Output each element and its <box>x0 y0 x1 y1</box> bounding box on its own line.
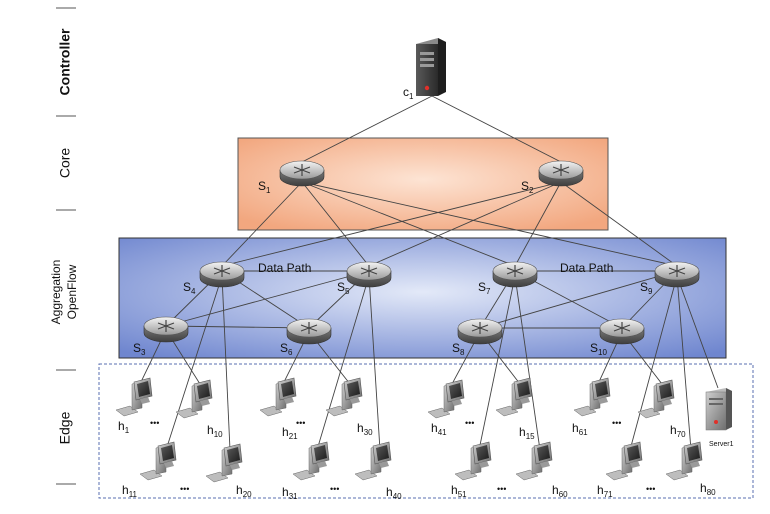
switch-label-s7: S7 <box>478 280 491 296</box>
controller-label: c1 <box>403 85 414 101</box>
host-label-h31: h31 <box>282 485 298 501</box>
switch-s1: S1 <box>258 160 325 195</box>
ellipsis: ••• <box>612 418 621 428</box>
ellipsis: ••• <box>296 418 305 428</box>
host-label-h71: h71 <box>597 483 613 499</box>
switch-s8: S8 <box>452 318 503 357</box>
host-label-h10: h10 <box>207 423 223 439</box>
host-label-h21: h21 <box>282 425 298 441</box>
server1-label: Server1 <box>709 441 734 448</box>
host-h60-computer-icon: h60 <box>515 441 568 499</box>
switch-s10: S10 <box>590 318 645 357</box>
switch-label-s10: S10 <box>590 341 607 357</box>
host-label-h40: h40 <box>386 485 402 501</box>
host-label-h80: h80 <box>700 481 716 497</box>
data-path-label-right: Data Path <box>560 261 613 275</box>
host-label-h41: h41 <box>431 421 447 437</box>
layer-label-edge: Edge <box>57 411 73 444</box>
layer-label-core: Core <box>57 148 73 179</box>
server1-icon <box>705 388 732 431</box>
host-label-h11: h11 <box>122 483 138 499</box>
layer-label-controller: Controller <box>57 28 73 95</box>
switch-label-s8: S8 <box>452 341 465 357</box>
controller-server-icon <box>416 38 446 96</box>
ellipsis: ••• <box>465 418 474 428</box>
host-h31-computer-icon: h31 <box>282 441 330 501</box>
switch-label-s3: S3 <box>133 341 146 357</box>
switch-s7: S7 <box>478 261 538 296</box>
host-h61-computer-icon: h61 <box>572 377 611 437</box>
host-label-h30: h30 <box>357 421 373 437</box>
host-h30-computer-icon: h30 <box>325 377 373 437</box>
host-h70-computer-icon: h70 <box>637 379 686 439</box>
host-label-h15: h15 <box>519 425 535 441</box>
host-label-h51: h51 <box>451 483 467 499</box>
ellipsis: ••• <box>150 418 159 428</box>
host-h41-computer-icon: h41 <box>427 379 465 437</box>
switch-label-s2: S2 <box>521 179 534 195</box>
data-path-label-left: Data Path <box>258 261 311 275</box>
switch-s4: S4 <box>183 261 245 296</box>
edge-layer-box <box>98 363 754 499</box>
switch-label-s5: S5 <box>337 280 350 296</box>
switch-label-s6: S6 <box>280 341 293 357</box>
switch-s6: S6 <box>280 318 332 357</box>
host-h51-computer-icon: h51 <box>451 441 492 499</box>
host-h20-computer-icon: h20 <box>205 443 252 499</box>
ellipsis: ••• <box>180 484 189 494</box>
ellipsis: ••• <box>497 484 506 494</box>
host-h10-computer-icon: h10 <box>175 379 223 439</box>
switch-s3: S3 <box>133 316 189 357</box>
host-h71-computer-icon: h71 <box>597 441 643 499</box>
host-label-h60: h60 <box>552 483 568 499</box>
host-h80-computer-icon: h80 <box>665 441 716 497</box>
switch-label-s9: S9 <box>640 280 653 296</box>
layer-axis: Controller Core Aggregation OpenFlow Edg… <box>49 7 79 485</box>
host-label-h61: h61 <box>572 421 588 437</box>
layer-label-aggregation: Aggregation <box>49 260 63 325</box>
host-h40-computer-icon: h40 <box>354 441 402 501</box>
host-label-h20: h20 <box>236 483 252 499</box>
switch-s2: S2 <box>521 160 584 195</box>
switch-label-s4: S4 <box>183 280 196 296</box>
ellipsis: ••• <box>330 484 339 494</box>
layer-label-openflow: OpenFlow <box>65 264 79 319</box>
host-label-h1: h1 <box>118 419 130 435</box>
host-ellipses: ••• ••• ••• ••• ••• ••• ••• ••• <box>150 418 655 494</box>
host-layer: h1 h10 h21 h30 h41 h15 h61 h70 h11 h20 h31 h40 h51 h6… <box>115 377 716 501</box>
host-h21-computer-icon: h21 <box>259 377 298 441</box>
ellipsis: ••• <box>646 484 655 494</box>
host-label-h70: h70 <box>670 423 686 439</box>
switch-s5: S5 <box>337 261 392 296</box>
host-h11-computer-icon: h11 <box>122 441 177 499</box>
host-h1-computer-icon: h1 <box>115 377 153 435</box>
host-h15-computer-icon: h15 <box>495 377 535 441</box>
switch-s9: S9 <box>640 261 700 296</box>
switch-label-s1: S1 <box>258 179 271 195</box>
